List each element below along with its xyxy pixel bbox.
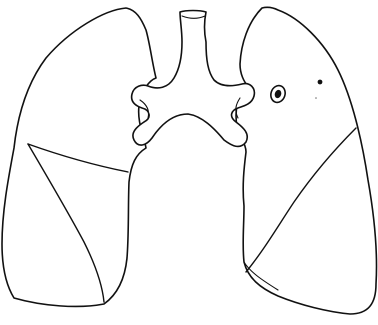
tiny-speck — [315, 97, 317, 99]
left-lung-outline — [236, 7, 376, 314]
right-lung-outline — [2, 8, 156, 306]
left-lung — [236, 7, 376, 314]
small-spot — [318, 80, 323, 85]
right-lung — [2, 8, 156, 306]
